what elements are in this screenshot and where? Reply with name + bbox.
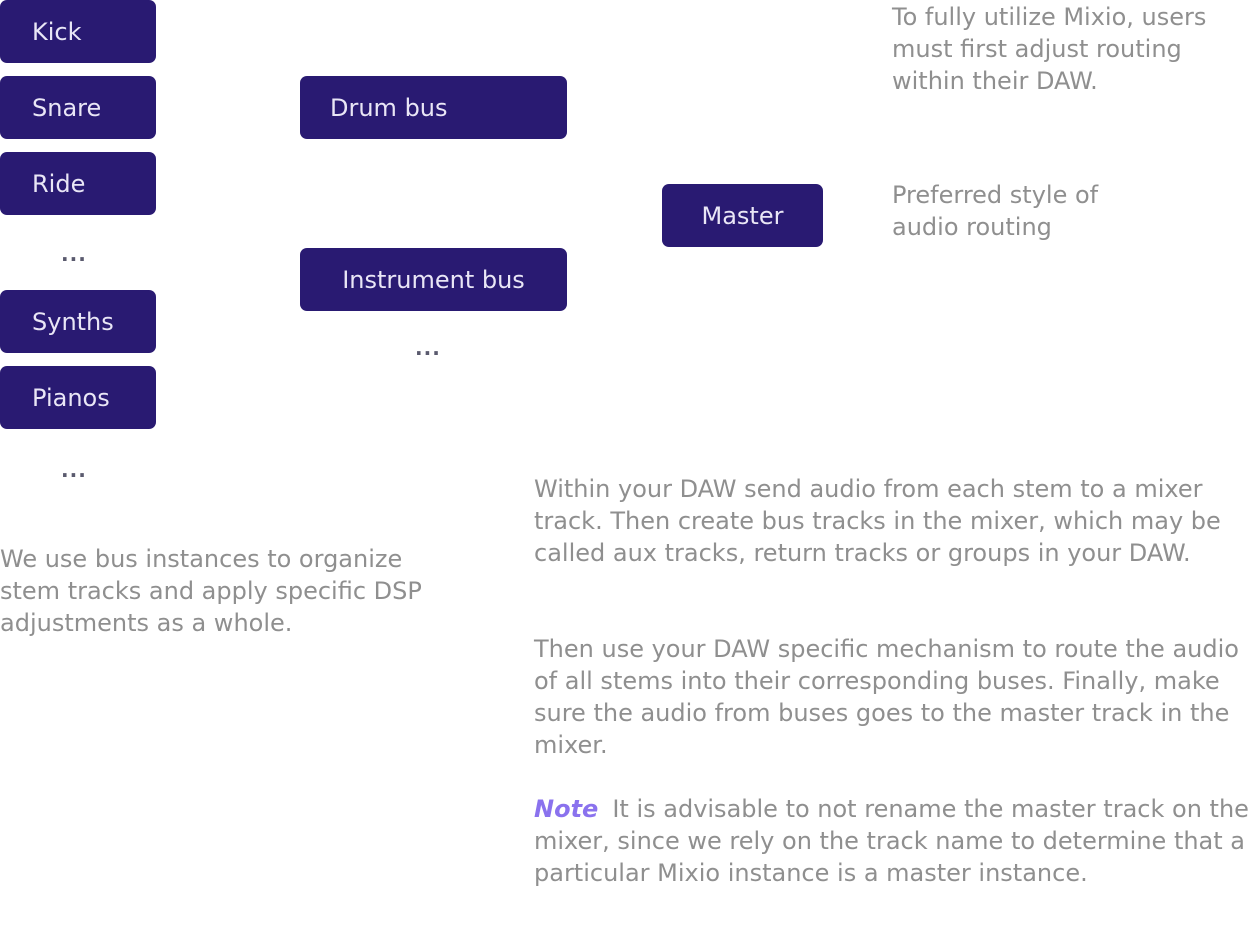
stem-label: Ride <box>32 169 86 198</box>
stems-ellipsis-2: ... <box>61 458 87 482</box>
stem-node-kick: Kick <box>0 0 156 63</box>
bus-node-instrument: Instrument bus <box>300 248 567 311</box>
intro-text: To fully utilize Mixio, users must first… <box>892 3 1207 95</box>
buses-ellipsis: ... <box>415 336 441 360</box>
bus-node-drum: Drum bus <box>300 76 567 139</box>
stem-node-pianos: Pianos <box>0 366 156 429</box>
stem-node-synths: Synths <box>0 290 156 353</box>
stem-label: Snare <box>32 93 102 122</box>
stem-node-ride: Ride <box>0 152 156 215</box>
master-label: Master <box>701 201 784 230</box>
stem-label: Synths <box>32 307 114 336</box>
bus-label: Instrument bus <box>342 265 525 294</box>
note-text: It is advisable to not rename the master… <box>534 795 1249 887</box>
stem-label: Pianos <box>32 383 110 412</box>
instruction-paragraph-2: Then use your DAW specific mechanism to … <box>534 635 1239 759</box>
bus-label: Drum bus <box>330 93 448 122</box>
stem-label: Kick <box>32 17 82 46</box>
stem-node-snare: Snare <box>0 76 156 139</box>
bus-explanation-text: We use bus instances to organize stem tr… <box>0 545 422 637</box>
stems-ellipsis-1: ... <box>61 242 87 266</box>
preferred-style-text: Preferred style of audio routing <box>892 181 1099 241</box>
instruction-paragraph-1: Within your DAW send audio from each ste… <box>534 475 1221 567</box>
note-label: Note <box>534 795 599 823</box>
master-node: Master <box>662 184 823 247</box>
